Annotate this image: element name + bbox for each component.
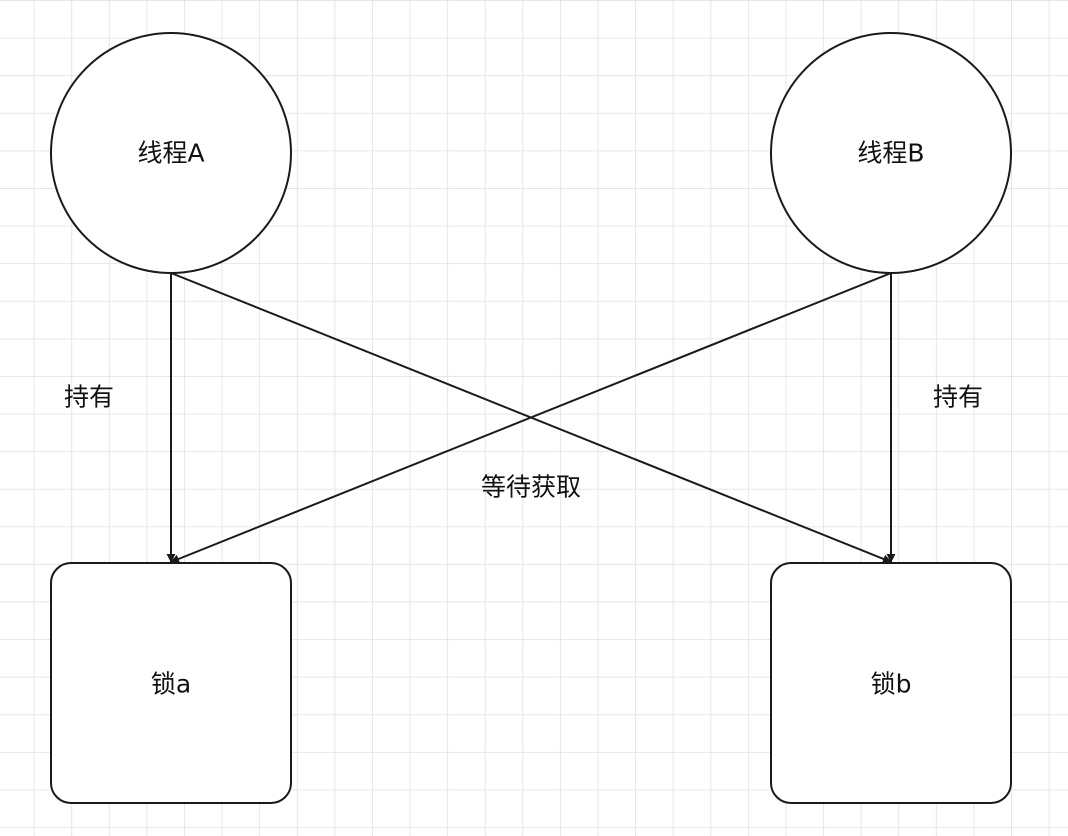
thread-a-label: 线程A <box>137 139 204 168</box>
lock-b-label: 锁b <box>871 670 912 699</box>
thread-b-label: 线程B <box>857 139 924 168</box>
edge-label-hold-b: 持有 <box>933 383 983 412</box>
lock-a-label: 锁a <box>151 670 191 699</box>
lock-b-box <box>770 562 1012 804</box>
edge-label-wait-acquire: 等待获取 <box>481 473 581 502</box>
node-lock-a[interactable]: 锁a <box>50 562 292 804</box>
edge-thread-b-waits-lock-a <box>170 272 892 564</box>
node-lock-b[interactable]: 锁b <box>770 562 1012 804</box>
node-thread-a[interactable]: 线程A <box>50 32 292 274</box>
lock-a-box <box>50 562 292 804</box>
thread-a-circle <box>50 32 292 274</box>
edge-label-hold-a: 持有 <box>64 383 114 412</box>
node-thread-b[interactable]: 线程B <box>770 32 1012 274</box>
thread-b-circle <box>770 32 1012 274</box>
